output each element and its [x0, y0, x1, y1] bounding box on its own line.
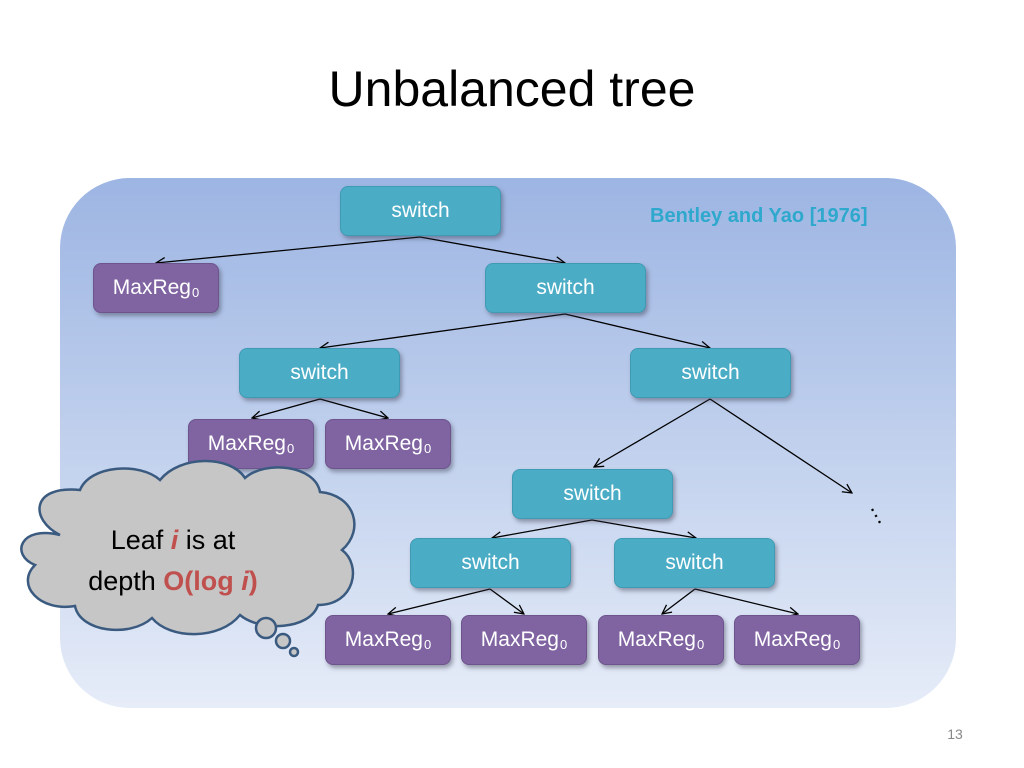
edge-s3-right: [319, 398, 388, 418]
cloud-bubble-small: [288, 646, 300, 658]
edge-s2-right: [564, 313, 710, 348]
maxreg-subscript: 0: [191, 284, 200, 300]
maxreg-subscript: 0: [423, 440, 432, 456]
maxreg-label: MaxReg: [112, 276, 191, 299]
switch-label: switch: [290, 361, 349, 384]
cloud-line1-prefix: Leaf: [110, 525, 171, 555]
maxreg-label: MaxReg: [753, 628, 832, 651]
switch-node-level3: switch: [512, 469, 673, 519]
edge-s4-down: [594, 398, 711, 467]
cloud-bubble-large: [254, 616, 278, 640]
edge-root-switch: [419, 236, 565, 263]
maxreg-label: MaxReg: [617, 628, 696, 651]
switch-label: switch: [536, 276, 595, 299]
edge-s4-ellipsis: [709, 398, 852, 493]
edge-s7-right: [694, 588, 798, 614]
maxreg-subscript: 0: [286, 440, 295, 456]
cloud-close-paren: ): [248, 566, 258, 596]
cloud-var-i-2: i: [241, 566, 249, 596]
switch-label: switch: [461, 551, 520, 574]
edge-s6-right: [489, 588, 524, 614]
switch-node-level1: switch: [485, 263, 646, 313]
cloud-text: Leaf i is at depth O(log i): [48, 520, 298, 602]
edge-root-maxreg: [156, 236, 421, 263]
edge-s7-left: [662, 588, 696, 614]
maxreg-subscript: 0: [423, 636, 432, 652]
cloud-bigo: O(log: [163, 566, 242, 596]
cloud-var-i: i: [170, 525, 179, 555]
switch-label: switch: [391, 199, 450, 222]
slide-title: Unbalanced tree: [328, 61, 696, 117]
switch-label: switch: [681, 361, 740, 384]
maxreg-label: MaxReg: [344, 628, 423, 651]
edge-s3-left: [252, 398, 321, 418]
switch-node-level4-left: switch: [410, 538, 571, 588]
cloud-shape: [20, 459, 356, 636]
edge-s6-left: [388, 588, 491, 614]
cloud-line-1: Leaf i is at: [48, 520, 298, 561]
switch-node-level4-right: switch: [614, 538, 775, 588]
cloud-line-2: depth O(log i): [48, 561, 298, 602]
citation: Bentley and Yao [1976]: [650, 205, 868, 227]
switch-node-root: switch: [340, 186, 501, 236]
maxreg-subscript: 0: [559, 636, 568, 652]
switch-node-level2-left: switch: [239, 348, 400, 398]
maxreg-label: MaxReg: [207, 432, 286, 455]
maxreg-label: MaxReg: [480, 628, 559, 651]
maxreg-label: MaxReg: [344, 432, 423, 455]
cloud-bubble-medium: [274, 632, 292, 650]
switch-label: switch: [563, 482, 622, 505]
switch-label: switch: [665, 551, 724, 574]
page-number: 13: [947, 726, 963, 742]
maxreg-subscript: 0: [696, 636, 705, 652]
cloud-line1-suffix: is at: [178, 525, 236, 555]
edge-s5-left: [492, 519, 593, 538]
edge-s5-right: [591, 519, 696, 538]
maxreg-subscript: 0: [832, 636, 841, 652]
switch-node-level2-right: switch: [630, 348, 791, 398]
edge-s2-left: [320, 313, 566, 348]
cloud-line2-prefix: depth: [88, 566, 164, 596]
